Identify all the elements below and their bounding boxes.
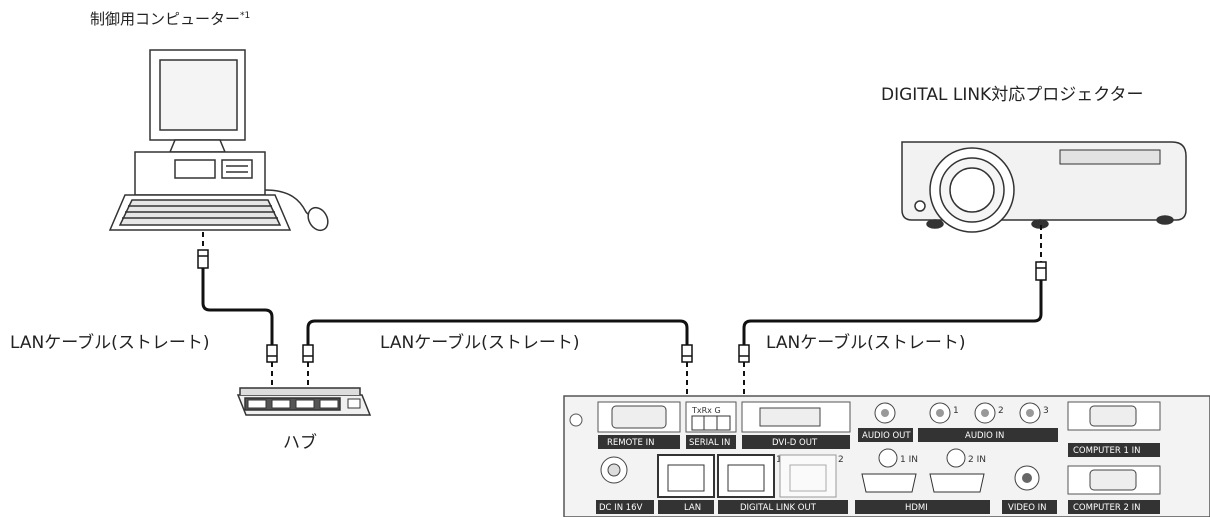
dc-in-label: DC IN 16V — [599, 503, 643, 513]
audio-1-label: 1 — [953, 406, 959, 416]
audio-out-label: AUDIO OUT — [862, 431, 911, 441]
remote-in-port: REMOTE IN — [597, 401, 681, 449]
serial-in-label: SERIAL IN — [689, 438, 730, 448]
video-in-port: VIDEO IN — [1002, 465, 1057, 514]
cable-label-digital-link: LANケーブル(ストレート) — [766, 333, 966, 353]
computer-1-in-port: COMPUTER 1 IN — [1067, 401, 1161, 457]
audio-3-label: 3 — [1043, 406, 1049, 416]
audio-in-label: AUDIO IN — [965, 431, 1004, 441]
digital-link-out-port: 1 2 DIGITAL LINK OUT — [717, 454, 848, 514]
dvid-out-label: DVI-D OUT — [772, 438, 818, 448]
lan-port: LAN — [657, 454, 715, 514]
computer-2-in-port: COMPUTER 2 IN — [1067, 465, 1161, 514]
computer-1-in-label: COMPUTER 1 IN — [1073, 446, 1140, 456]
lan-cables — [201, 268, 1043, 345]
cable-label-pc-hub: LANケーブル(ストレート) — [10, 333, 210, 353]
port-1-label: 1 — [776, 455, 782, 465]
dvid-out-port: DVI-D OUT — [741, 401, 851, 449]
control-pc-label: 制御用コンピューター*1 — [90, 10, 251, 28]
serial-pins-label: TxRx G — [691, 406, 721, 415]
video-in-label: VIDEO IN — [1008, 503, 1047, 513]
connector-panel: REMOTE IN TxRx G SERIAL IN DVI-D OUT — [563, 395, 1210, 517]
footnote-mark: *1 — [240, 11, 251, 21]
computer-icon — [108, 49, 329, 232]
hub-icon — [236, 387, 372, 416]
projector-icon — [901, 141, 1187, 233]
computer-2-in-label: COMPUTER 2 IN — [1073, 503, 1140, 513]
lan-label: LAN — [684, 503, 701, 513]
hdmi-ports: 1 IN 2 IN HDMI — [855, 448, 990, 514]
rj45-plugs — [197, 249, 1047, 363]
cable-label-hub-lan: LANケーブル(ストレート) — [380, 333, 580, 353]
audio-ports: 1 2 3 AUDIO OUT AUDIO IN — [858, 402, 1058, 442]
dc-in-port: DC IN 16V — [596, 456, 654, 514]
projector-label: DIGITAL LINK対応プロジェクター — [881, 85, 1144, 105]
remote-in-label: REMOTE IN — [607, 438, 654, 448]
digital-link-out-label: DIGITAL LINK OUT — [740, 503, 817, 513]
port-2-label: 2 — [838, 455, 844, 465]
hdmi-2-in-label: 2 IN — [968, 455, 986, 465]
audio-2-label: 2 — [998, 406, 1004, 416]
serial-in-port: TxRx G SERIAL IN — [685, 401, 737, 449]
hdmi-1-in-label: 1 IN — [900, 455, 918, 465]
hub-label: ハブ — [283, 433, 317, 453]
hdmi-logo: HDMI — [905, 503, 928, 513]
